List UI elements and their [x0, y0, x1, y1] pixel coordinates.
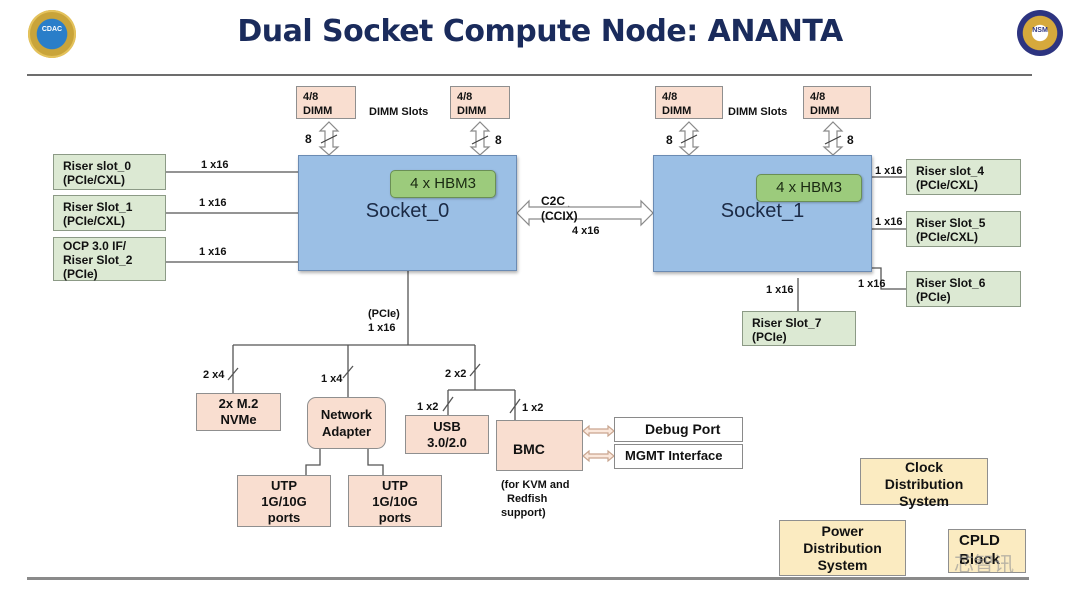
link-width: 1 x16	[199, 197, 227, 209]
link-width: 1 x16	[199, 246, 227, 258]
dimm-arrow-s0-b	[469, 121, 491, 156]
dimm-bus-width: 8	[495, 133, 502, 147]
riser-slot-6: Riser Slot_6(PCIe)	[906, 271, 1021, 307]
nsm-logo: NSM	[1017, 10, 1063, 56]
link-width: 1 x16	[875, 165, 903, 177]
socket-1: 4 x HBM3 Socket_1	[653, 155, 872, 272]
hbm-memory-s1: 4 x HBM3	[756, 174, 862, 202]
wire-utp-1	[367, 449, 384, 475]
link-width: 1 x16	[201, 159, 229, 171]
bmc-box: BMC	[496, 420, 583, 471]
socket-name: Socket_1	[720, 200, 805, 222]
dimm-bus-width: 8	[666, 133, 673, 147]
riser-slot-5: Riser Slot_5(PCIe/CXL)	[906, 211, 1021, 247]
hbm-memory-s0: 4 x HBM3	[390, 170, 496, 198]
pcie-trunk-type: (PCIe)	[368, 308, 400, 320]
c2c-label: C2C	[541, 194, 566, 208]
c2c-arrow	[516, 199, 654, 227]
cdac-logo: CDAC	[28, 10, 76, 58]
bmc-mgmt-arrow	[582, 449, 615, 463]
watermark: 芯智讯	[954, 552, 1014, 576]
riser-slot-4: Riser slot_4(PCIe/CXL)	[906, 159, 1021, 195]
link-width: 1 x16	[766, 284, 794, 296]
wire-riser-6	[872, 267, 906, 290]
bmc-debug-arrow	[582, 424, 615, 438]
link-width: 2 x2	[445, 368, 467, 380]
dimm-bus-width: 8	[847, 133, 854, 147]
link-width: 1 x2	[417, 401, 439, 413]
socket-0: 4 x HBM3 Socket_0	[298, 155, 517, 271]
dimm-bus-width: 8	[305, 132, 312, 146]
riser-slot-7: Riser Slot_7(PCIe)	[742, 311, 856, 346]
dimm-slots-label-s0: DIMM Slots	[369, 106, 429, 118]
c2c-width: 4 x16	[572, 225, 600, 237]
c2c-protocol: (CCIX)	[541, 209, 578, 223]
link-width: 1 x2	[522, 402, 544, 414]
dimm-arrow-s1-b	[822, 121, 844, 156]
link-width: 1 x16	[858, 278, 886, 290]
dimm-slots-label-s1: DIMM Slots	[728, 106, 788, 118]
link-width: 1 x4	[321, 373, 343, 385]
page-title: Dual Socket Compute Node: ANANTA	[237, 14, 843, 49]
debug-port: Debug Port	[614, 417, 743, 442]
header-divider	[27, 74, 1032, 76]
riser-slot-2: OCP 3.0 IF/Riser Slot_2(PCIe)	[53, 237, 166, 281]
wire-utp-0	[305, 449, 321, 475]
mgmt-interface: MGMT Interface	[614, 444, 743, 469]
link-width: 1 x16	[875, 216, 903, 228]
socket-name: Socket_0	[365, 200, 450, 222]
link-width: 2 x4	[203, 369, 225, 381]
riser-slot-0: Riser slot_0(PCIe/CXL)	[53, 154, 166, 190]
riser-slot-1: Riser Slot_1(PCIe/CXL)	[53, 195, 166, 231]
pcie-trunk-width: 1 x16	[368, 322, 396, 334]
bmc-note: (for KVM and Redfish support)	[501, 479, 570, 519]
footer-divider	[27, 577, 1029, 580]
